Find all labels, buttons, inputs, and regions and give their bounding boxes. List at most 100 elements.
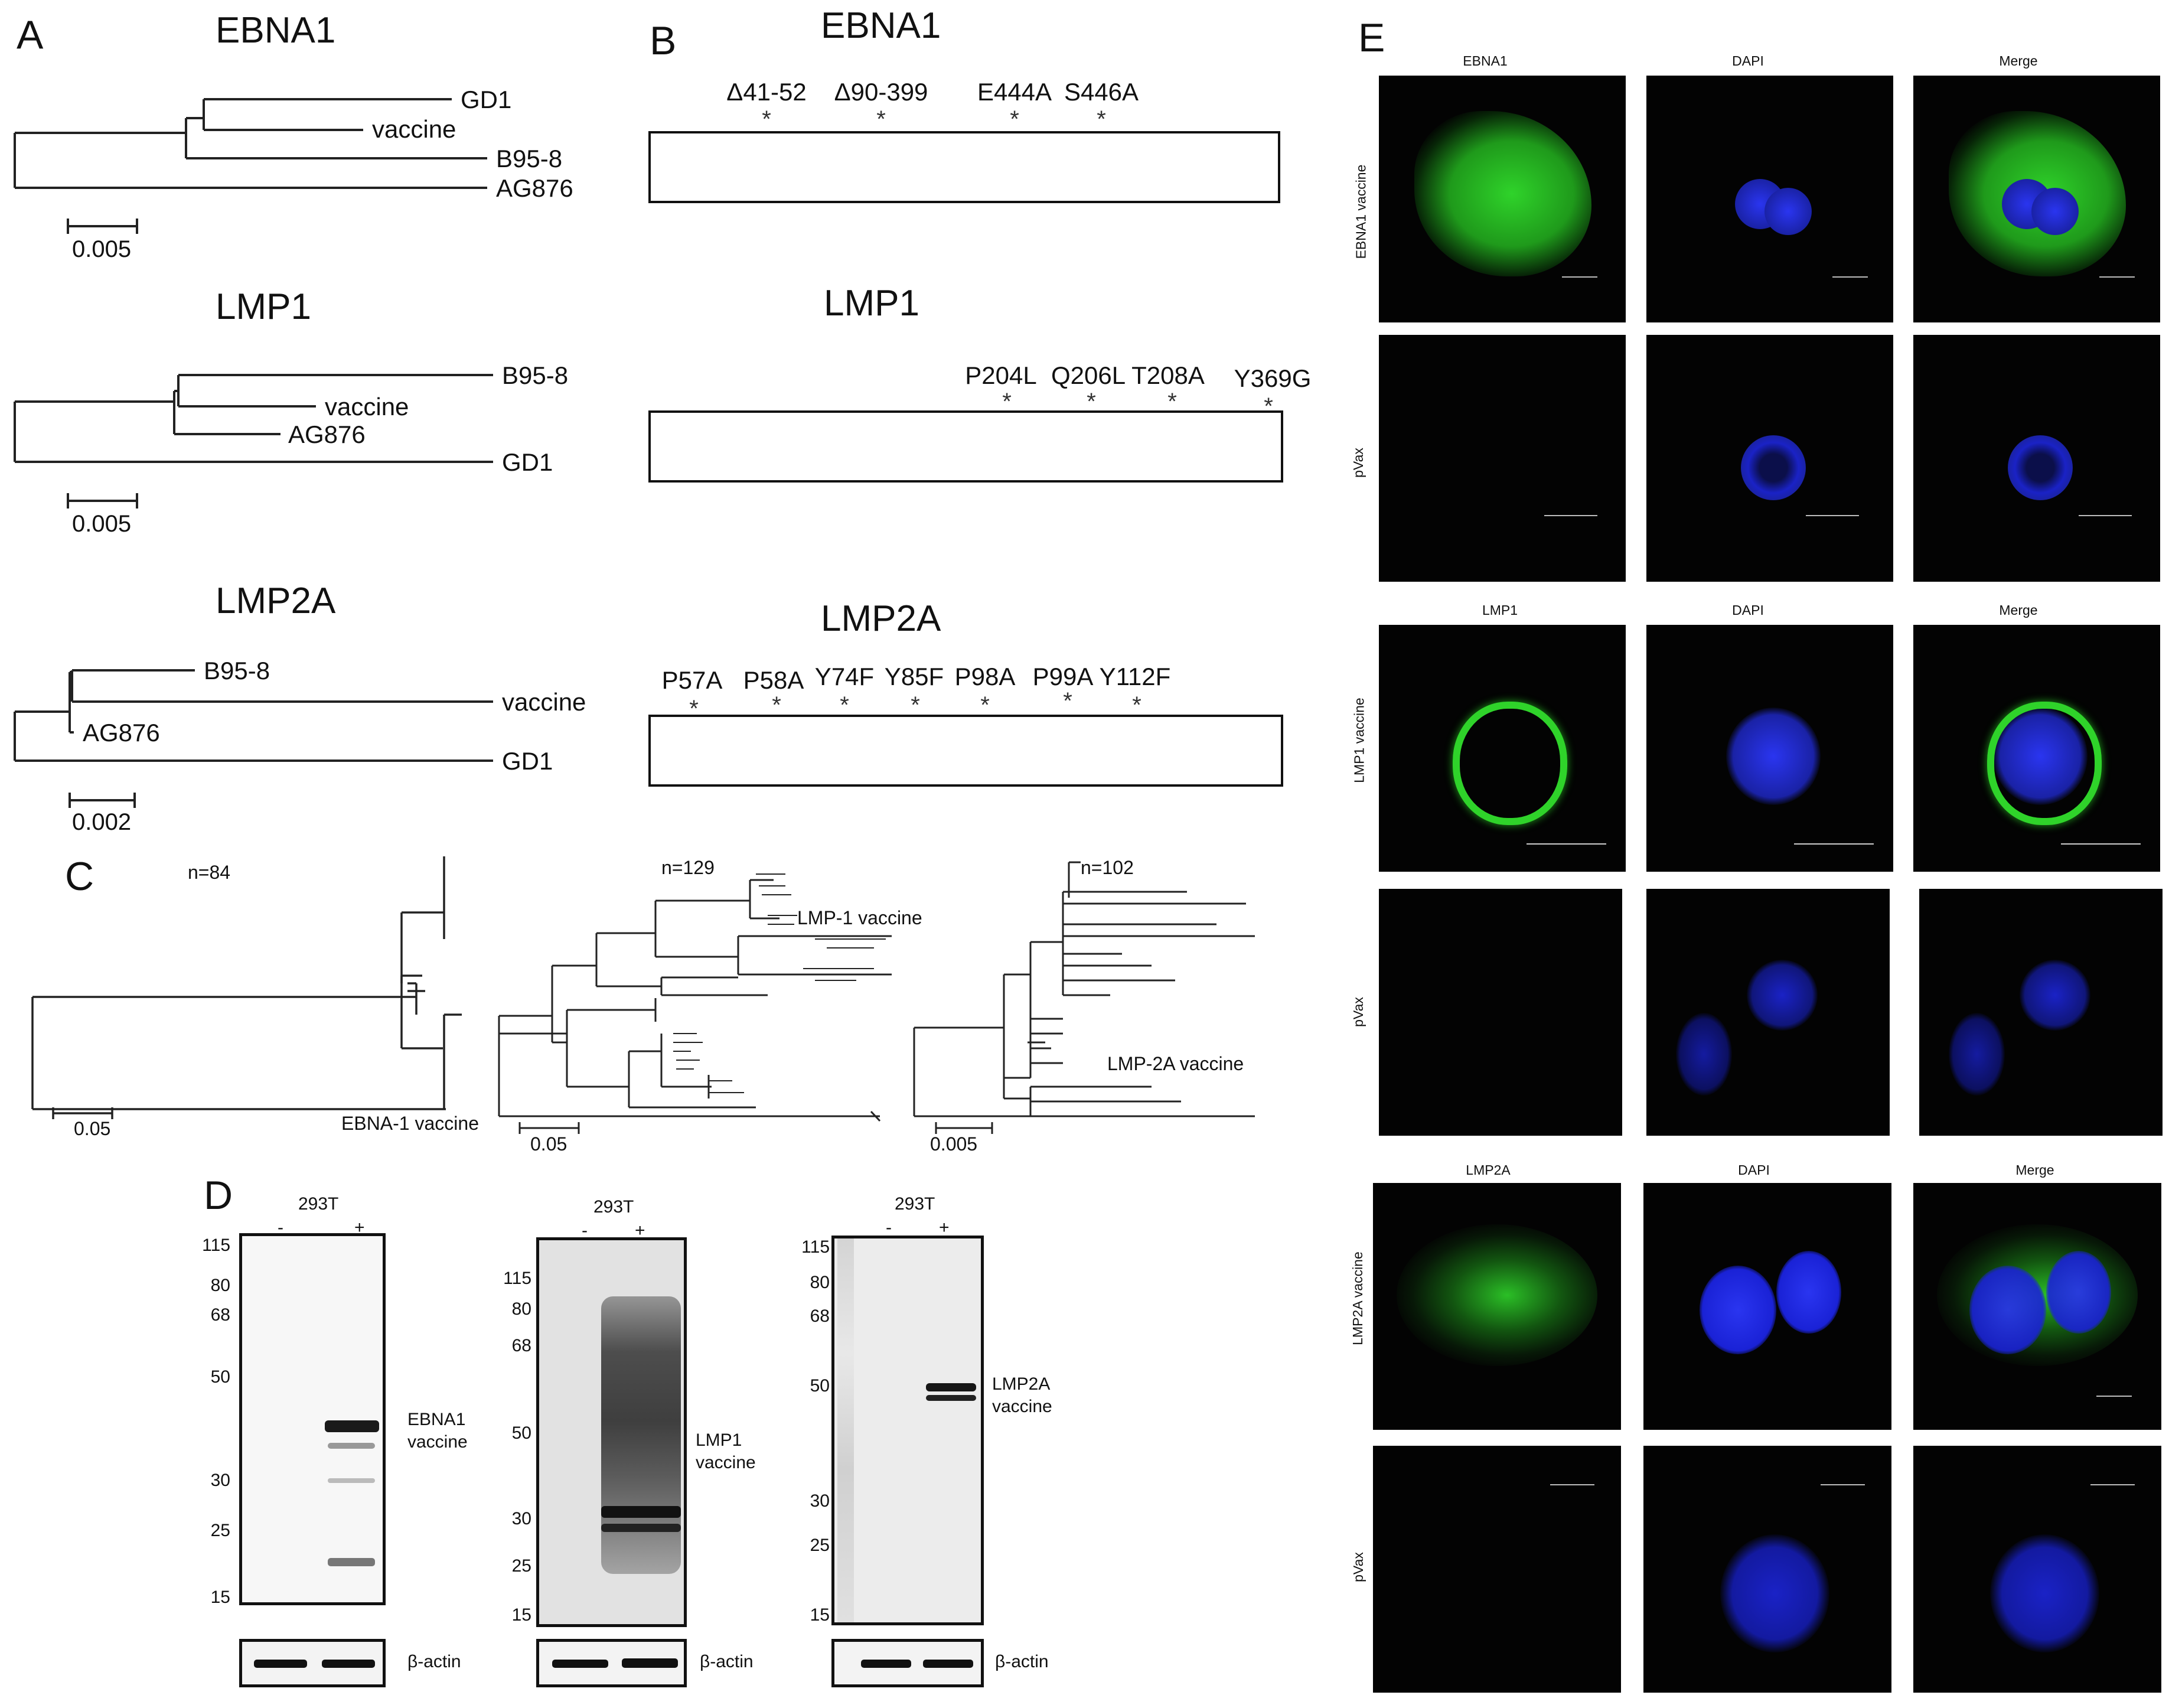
panel-a-trees: EBNA1 GD1 vaccine B95-8 AG876 0.005 LMP1… [14, 10, 586, 835]
tree-a2-leaf-2: vaccine [325, 393, 409, 421]
blot2-mw-68: 68 [511, 1336, 531, 1355]
e-cell-lmp1-merge [1913, 625, 2160, 872]
blot2-minus: - [582, 1221, 588, 1240]
e-row-label: LMP2A vaccine [1349, 1251, 1365, 1345]
tree-lmp1 [14, 374, 493, 509]
blot2-band [601, 1524, 681, 1532]
tree-a1-leaf-3: B95-8 [496, 145, 562, 172]
blot1-band-label: EBNA1 vaccine [407, 1410, 468, 1452]
blot2-mw-15: 15 [511, 1605, 531, 1625]
e-scalebar [1794, 843, 1874, 845]
gene-b3-star-4: * [911, 692, 920, 718]
blot3-cell-line: 293T [895, 1194, 935, 1214]
tree-a3-title: LMP2A [216, 581, 336, 621]
tree-ebna1 [14, 98, 487, 234]
gene-b1-star-4: * [1097, 106, 1106, 132]
e-blue-nucleus [2020, 960, 2090, 1031]
e-row-label: pVax [1350, 1552, 1366, 1582]
e-col-title: Merge [1999, 53, 2038, 69]
tree-c1-label: EBNA-1 vaccine [341, 1113, 479, 1134]
gene-b1-mut-2: Δ90-399 [834, 78, 928, 106]
gene-b2-star-1: * [1002, 389, 1012, 415]
blot1-membrane [239, 1233, 386, 1605]
tree-a3-leaf-4: GD1 [502, 747, 553, 775]
gene-b1-mut-4: S446A [1064, 78, 1139, 106]
gene-b2-mut-4: Y369G [1234, 364, 1312, 392]
e-col-title: DAPI [1732, 602, 1764, 618]
blot1-mw-115: 115 [202, 1236, 230, 1255]
e-cell-pvax3-merge [1913, 1446, 2161, 1693]
gene-b3-box [648, 715, 1283, 787]
blot3-mw-50: 50 [810, 1376, 830, 1396]
e-blue-nucleus [1949, 1013, 2005, 1096]
blot3-mw-15: 15 [810, 1605, 830, 1625]
blot3-mw-30: 30 [810, 1491, 830, 1511]
tree-c3-scale: 0.005 [930, 1133, 977, 1155]
tree-c2-n: n=129 [661, 857, 715, 878]
blot2-mw-50: 50 [511, 1423, 531, 1443]
tree-a2-leaf-3: AG876 [288, 421, 366, 448]
e-cell-lmp1-green [1379, 625, 1626, 872]
blot3-mw-25: 25 [810, 1536, 830, 1555]
e-green-signal [1453, 702, 1567, 825]
blot1-minus: - [278, 1218, 283, 1237]
gene-b3-star-6: * [1063, 688, 1072, 714]
tree-c2 [498, 879, 892, 1134]
e-row-label: LMP1 vaccine [1351, 697, 1367, 783]
gene-b3-mut-3: Y74F [814, 663, 875, 690]
tree-c3 [913, 861, 1255, 1134]
e-cell-pvax2-green [1379, 889, 1622, 1136]
blot1-plus: + [354, 1218, 365, 1237]
panel-label-e: E [1358, 15, 1385, 60]
tree-c3-label: LMP-2A vaccine [1107, 1053, 1244, 1074]
gene-b3-star-2: * [772, 692, 781, 718]
blot3-mw-68: 68 [810, 1306, 830, 1326]
blot2-mw-115: 115 [503, 1269, 531, 1288]
tree-c3-n: n=102 [1081, 857, 1134, 878]
e-scalebar [2079, 515, 2132, 516]
blot2-plus: + [635, 1221, 645, 1240]
gene-b3-title: LMP2A [821, 598, 941, 639]
gene-b2-mut-1: P204L [965, 361, 1037, 389]
e-green-signal [1987, 702, 2102, 825]
e-scalebar [1544, 515, 1597, 516]
e-cell-lmp2a-merge [1913, 1183, 2161, 1430]
blot1-actin-band [254, 1660, 307, 1668]
blot2-actin-band [622, 1658, 678, 1668]
gene-b1-box [648, 131, 1280, 203]
gene-b3-star-7: * [1132, 692, 1141, 718]
blot2-band-label: LMP1 vaccine [696, 1430, 756, 1472]
gene-b1-star-1: * [762, 106, 771, 132]
blot1-mw-25: 25 [210, 1521, 230, 1540]
e-scalebar [2096, 1396, 2132, 1397]
e-blue-nucleus [2046, 1251, 2111, 1334]
tree-a1-title: EBNA1 [216, 10, 335, 51]
blot3-band [926, 1395, 976, 1401]
tree-a1-leaf-2: vaccine [372, 115, 456, 143]
e-col-title: EBNA1 [1463, 53, 1508, 69]
tree-a3-leaf-2: vaccine [502, 688, 586, 716]
e-scalebar [1550, 1484, 1594, 1485]
blot3-minus: - [886, 1218, 892, 1237]
blot1-mw-15: 15 [210, 1588, 230, 1607]
blot3-ladder-lane [837, 1238, 854, 1622]
blot3-actin-strip [831, 1639, 984, 1687]
tree-c2-label: LMP-1 vaccine [797, 907, 922, 928]
panel-c-trees: n=84 EBNA-1 vaccine 0.05 [31, 856, 1255, 1155]
e-col-title: DAPI [1738, 1162, 1770, 1178]
e-cell-ebna1-dapi [1646, 76, 1893, 322]
blot2-cell-line: 293T [593, 1197, 634, 1217]
e-blue-nucleus [1990, 1534, 2099, 1652]
blot3-actin-label: β-actin [995, 1652, 1049, 1671]
e-green-signal [1397, 1224, 1597, 1366]
e-cell-pvax-merge [1913, 335, 2160, 582]
e-cell-pvax2-merge [1919, 889, 2163, 1136]
e-scalebar [1562, 276, 1597, 278]
e-cell-pvax-dapi [1646, 335, 1893, 582]
e-cell-ebna1-merge [1913, 76, 2160, 322]
blot1-mw-30: 30 [210, 1471, 230, 1490]
e-blue-nucleus [2008, 435, 2073, 500]
tree-c1-scale: 0.05 [74, 1118, 110, 1139]
e-scalebar [1527, 843, 1606, 845]
